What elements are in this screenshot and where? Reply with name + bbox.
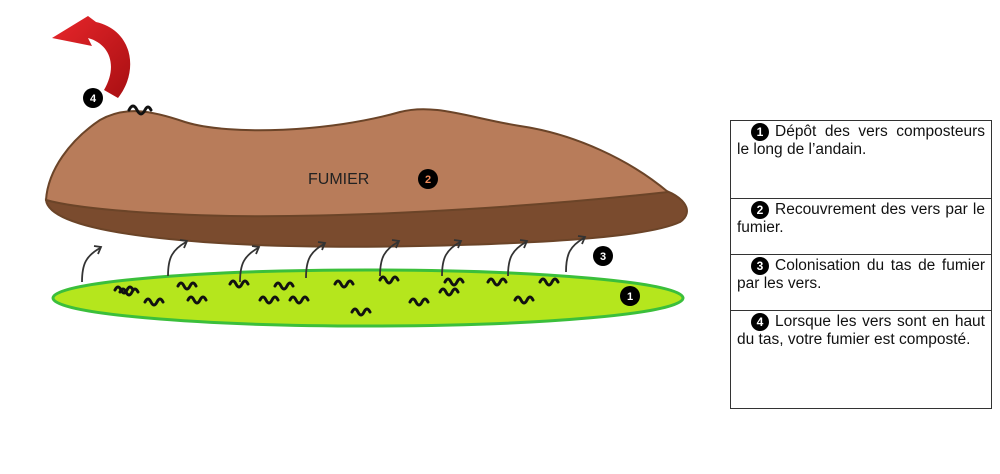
badge-2: 2 [418, 169, 438, 189]
legend-badge-3: 3 [751, 257, 769, 275]
worm-icon [443, 277, 465, 287]
worm-icon [333, 279, 355, 289]
legend-text-3: Colonisation du tas de fumier par les ve… [737, 257, 985, 292]
svg-text:2: 2 [425, 174, 431, 186]
heap-top-layer [44, 108, 671, 218]
up-arrow-icon [379, 241, 399, 277]
legend-text-1: Dépôt des vers composteurs le long de l’… [737, 123, 985, 158]
up-arrow-icon [305, 243, 325, 279]
worm-icon [288, 295, 310, 305]
worm-icon [486, 277, 508, 287]
badge-3: 3 [593, 246, 613, 266]
migration-arrows [81, 235, 587, 283]
arrowhead-icon [519, 239, 529, 249]
arrowhead-icon [179, 239, 189, 249]
svg-text:3: 3 [600, 251, 606, 263]
svg-text:4: 4 [90, 93, 97, 105]
up-arrow-icon [81, 247, 101, 283]
worm-icon [143, 297, 165, 307]
worm-on-top [127, 104, 153, 116]
arrowhead-icon [577, 235, 587, 245]
up-arrow-icon [441, 241, 461, 277]
arrowhead-icon [391, 239, 401, 249]
worms-group [113, 275, 560, 317]
legend-text-4: Lorsque les vers sont en haut du tas, vo… [737, 313, 985, 348]
worm-icon [513, 295, 535, 305]
worm-icon [273, 281, 295, 291]
worm-icon [350, 307, 372, 317]
worm-icon [538, 277, 560, 287]
legend-text-2: Recouvrement des vers par le fumier. [737, 201, 985, 236]
worm-icon [258, 295, 280, 305]
worm-icon [176, 281, 198, 291]
worm-icon [228, 279, 250, 289]
worm-icon [408, 297, 430, 307]
arrowhead-icon [251, 245, 261, 255]
arrowhead-icon [93, 245, 103, 255]
worm-icon [378, 275, 400, 285]
worm-icon [113, 285, 135, 295]
legend-badge-1: 1 [751, 123, 769, 141]
legend-badge-4: 4 [751, 313, 769, 331]
arrowhead-icon [317, 241, 327, 251]
heap-label: FUMIER [308, 171, 369, 188]
worm-bed [51, 268, 685, 328]
up-arrow-icon [565, 237, 585, 273]
svg-text:1: 1 [627, 291, 633, 303]
up-arrow-icon [167, 241, 187, 277]
worm-icon [118, 287, 140, 297]
legend-badge-2: 2 [751, 201, 769, 219]
up-arrow-icon [507, 241, 527, 277]
arrowhead-icon [453, 239, 463, 249]
red-curved-arrow [52, 16, 131, 98]
worm-icon [438, 287, 460, 297]
badge-4: 4 [83, 88, 103, 108]
up-arrow-icon [239, 247, 259, 283]
badge-1: 1 [620, 286, 640, 306]
worm-icon [186, 295, 208, 305]
compost-diagram: FUMIER 1 2 3 4 [44, 16, 688, 328]
